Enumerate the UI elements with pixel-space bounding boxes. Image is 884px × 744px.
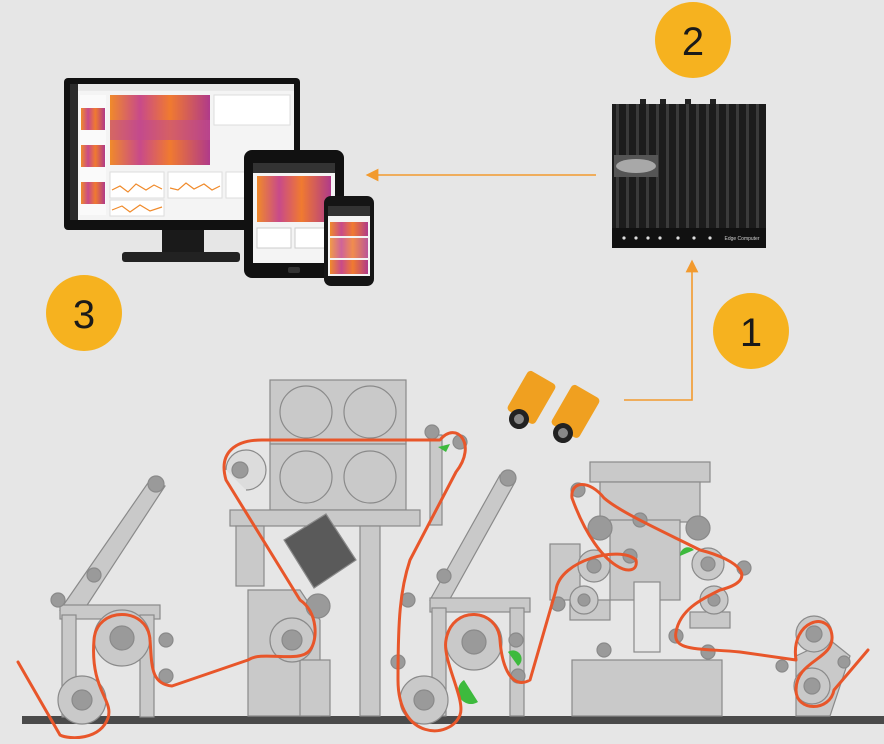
edge-computer-icon: Edge Computer xyxy=(612,99,766,248)
production-line xyxy=(22,379,884,725)
phone-icon xyxy=(324,196,374,286)
step-badge-1-number: 1 xyxy=(740,311,762,355)
unwind-station-1 xyxy=(50,475,174,725)
camera-to-edge-arrow xyxy=(624,259,699,401)
step-badge-3: 3 xyxy=(46,275,122,351)
step-badge-2-number: 2 xyxy=(682,20,704,64)
floor xyxy=(22,716,884,724)
rewind-station xyxy=(775,615,851,717)
tablet-icon xyxy=(244,150,344,278)
press-machine xyxy=(549,461,752,717)
edge-computer-label: Edge Computer xyxy=(724,236,759,242)
web-material-path xyxy=(16,431,870,740)
camera-icon xyxy=(507,370,600,444)
step-badge-1: 1 xyxy=(713,293,789,369)
step-badge-3-number: 3 xyxy=(73,293,95,337)
step-badge-2: 2 xyxy=(655,2,731,78)
center-machine xyxy=(225,379,468,717)
unwind-station-2 xyxy=(390,469,531,725)
